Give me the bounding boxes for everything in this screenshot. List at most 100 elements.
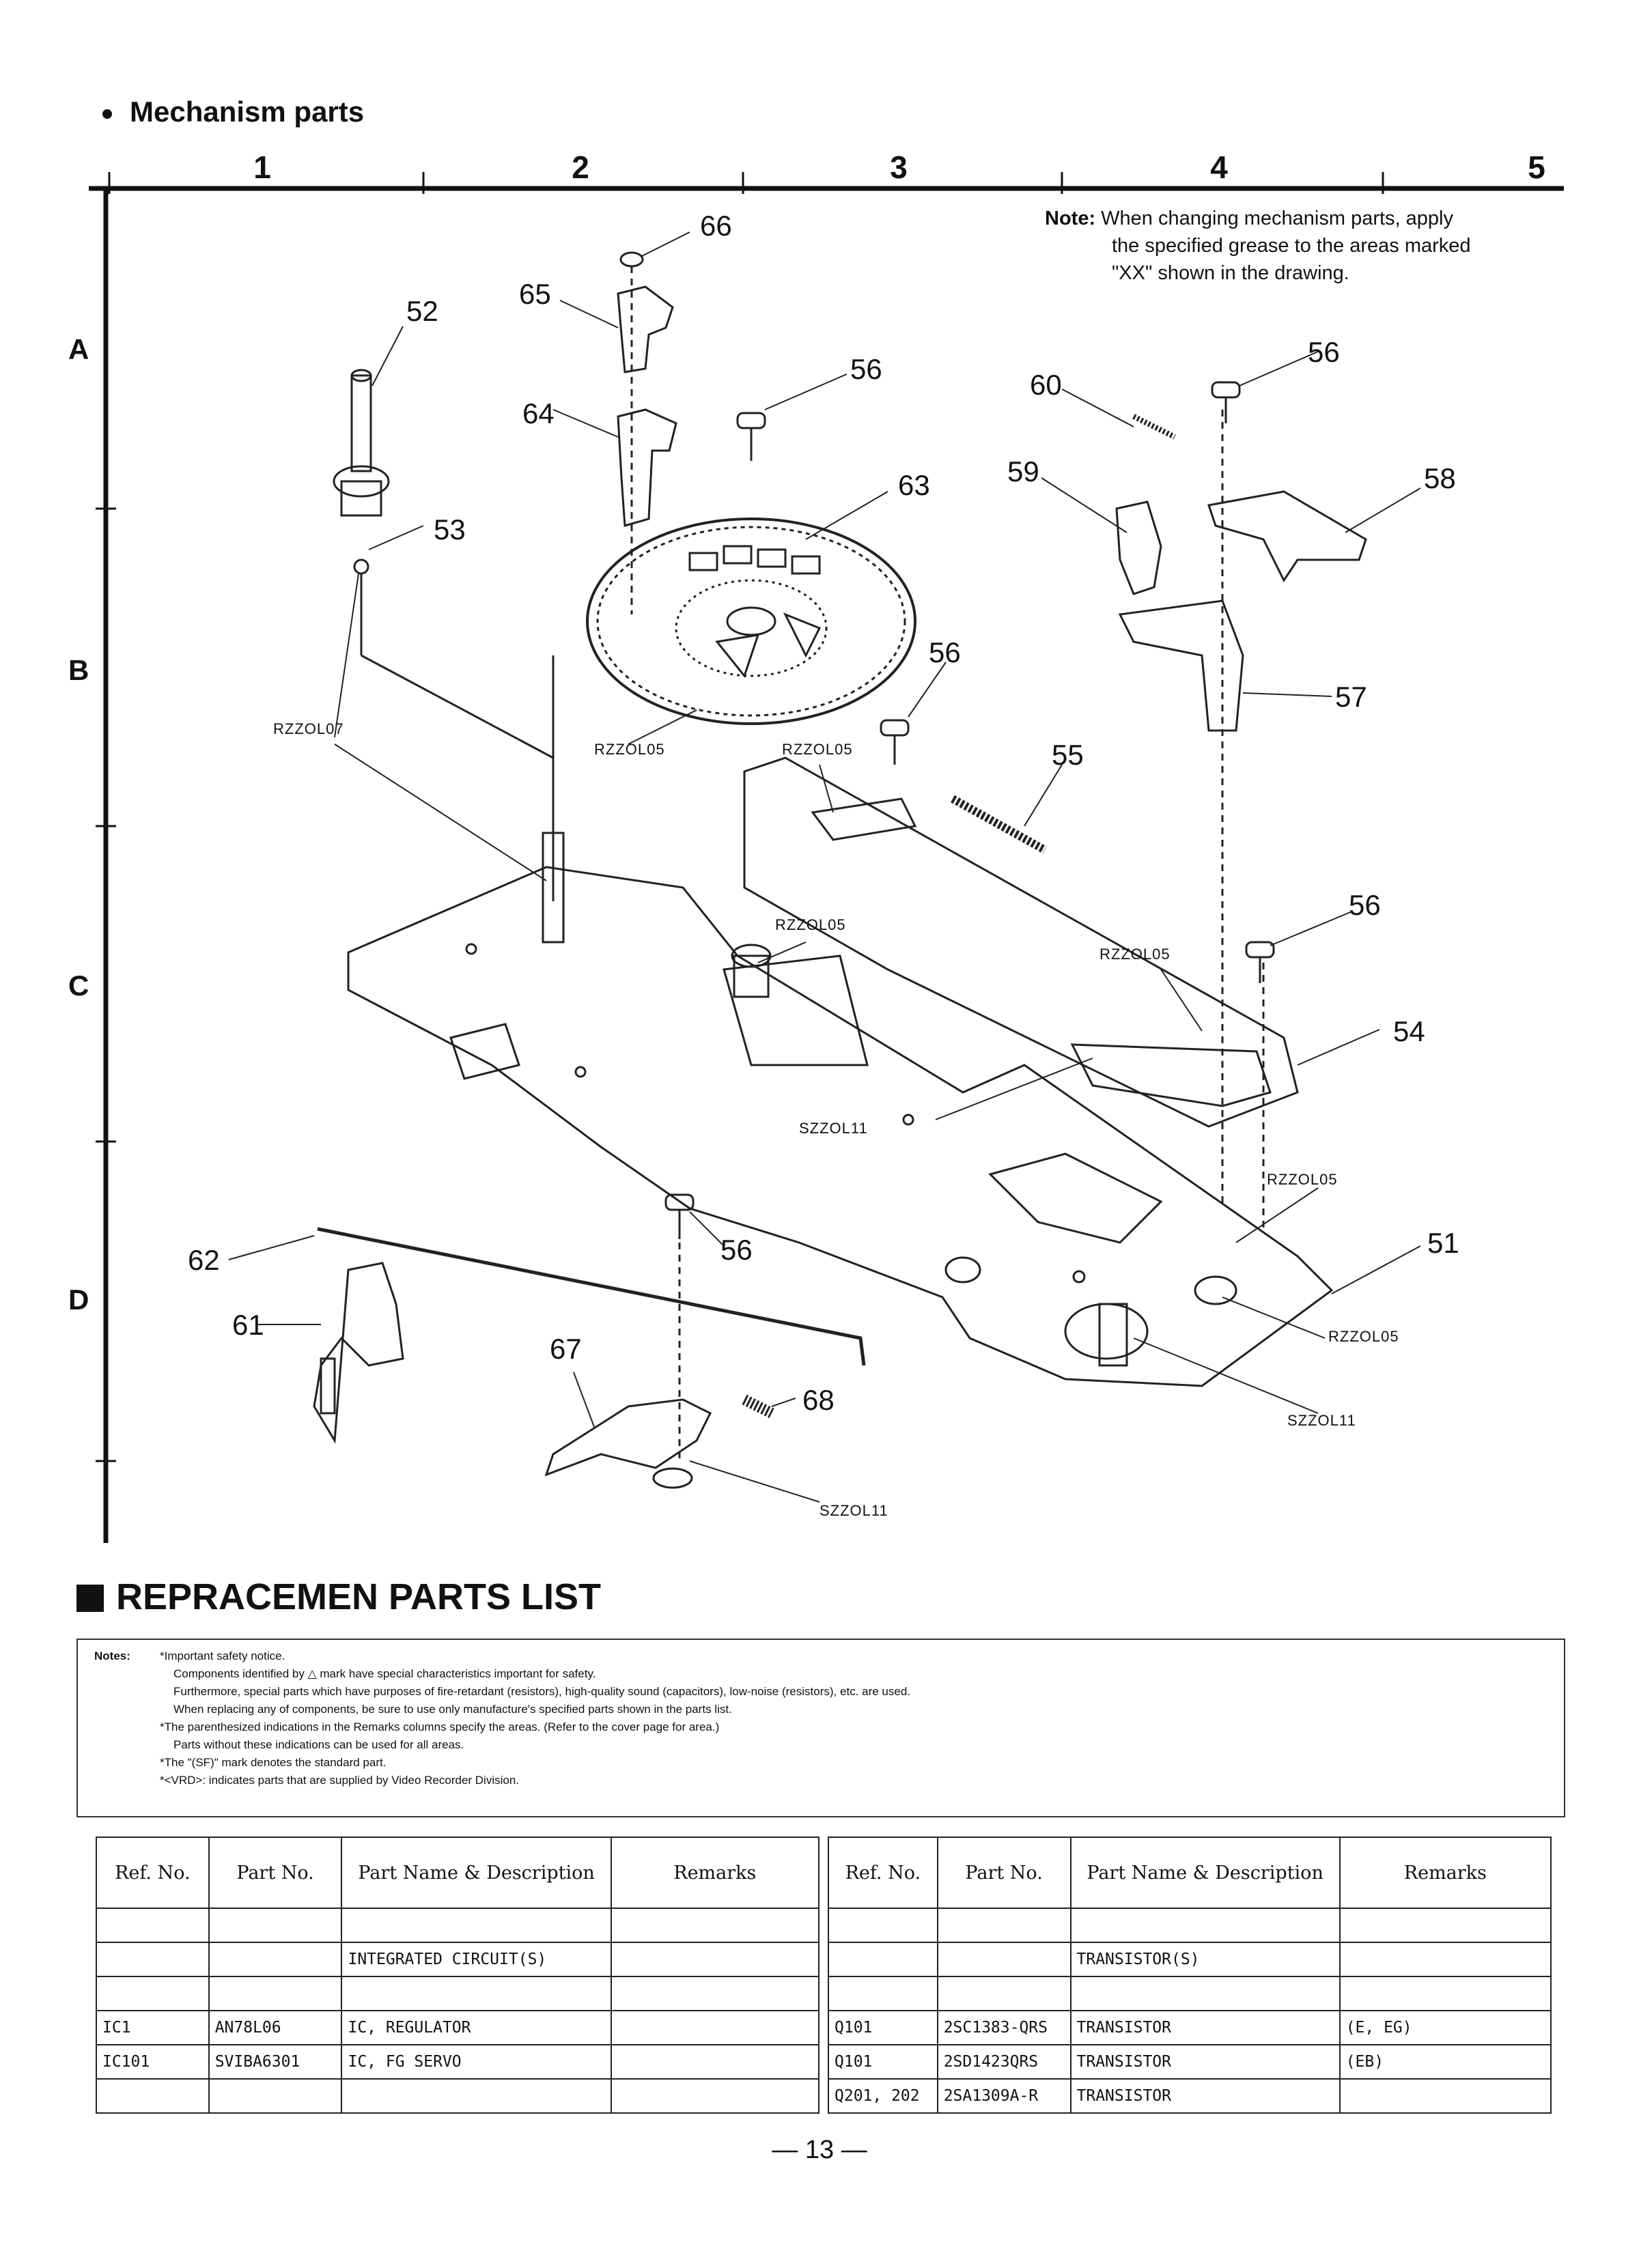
table-row <box>96 2078 820 2114</box>
spring-68 <box>742 1394 774 1419</box>
callout-67: 67 <box>550 1333 582 1365</box>
note-line-1: When changing mechanism parts, apply <box>1101 208 1453 229</box>
bracket-64 <box>617 408 677 527</box>
header-remarks: Remarks <box>610 1837 820 1909</box>
table-cell <box>1339 1908 1552 1943</box>
callout-54: 54 <box>1393 1015 1425 1047</box>
table-cell: INTEGRATED CIRCUIT(S) <box>341 1942 612 1977</box>
callout-52: 52 <box>406 295 438 327</box>
notes-line: *The parenthesized indications in the Re… <box>160 1720 720 1733</box>
hole <box>902 1114 914 1126</box>
bracket-65 <box>617 285 674 373</box>
gear-67 <box>652 1467 693 1489</box>
table-cell <box>341 2078 612 2114</box>
table-row: TRANSISTOR(S) <box>828 1942 1552 1977</box>
callout-61: 61 <box>232 1309 264 1341</box>
table-cell <box>1069 1908 1341 1943</box>
table-row <box>828 1908 1552 1943</box>
table-cell <box>610 1942 820 1977</box>
table-cell <box>1339 1976 1552 2011</box>
table-cell: TRANSISTOR <box>1069 2078 1341 2114</box>
spring-55 <box>951 795 1047 854</box>
callout-51: 51 <box>1427 1227 1459 1259</box>
hole <box>465 943 477 955</box>
grease-ref-szzol11: SZZOL11 <box>819 1502 888 1519</box>
guide-plate <box>723 954 869 1066</box>
table-cell: IC101 <box>96 2044 210 2080</box>
callout-64: 64 <box>522 397 555 429</box>
motor-shaft <box>350 374 372 472</box>
grease-ref-szzol11: SZZOL11 <box>1287 1412 1356 1429</box>
callout-62: 62 <box>188 1244 220 1276</box>
hole <box>574 1066 587 1078</box>
callout-65: 65 <box>519 278 551 310</box>
washer-53 <box>353 558 369 575</box>
table-cell <box>1339 1942 1552 1977</box>
callout-57: 57 <box>1335 681 1367 713</box>
grease-ref-rzzol05: RZZOL05 <box>782 741 853 758</box>
gear-cutout <box>783 612 822 658</box>
table-cell: Q201, 202 <box>828 2078 938 2114</box>
slide-plate <box>743 756 1299 1128</box>
grid-col-1: 1 <box>253 150 271 185</box>
table-cell <box>341 1976 612 2011</box>
table-cell <box>828 1976 938 2011</box>
grid-col-4: 4 <box>1210 150 1228 185</box>
grid-row-d: D <box>68 1284 89 1316</box>
table-cell: Q101 <box>828 2010 938 2045</box>
table-cell: IC1 <box>96 2010 210 2045</box>
table-cell: 2SD1423QRS <box>936 2044 1071 2080</box>
note-line-2: the specified grease to the areas marked <box>1112 235 1471 257</box>
page-number: — 13 — <box>772 2136 867 2164</box>
callout-56-d: 56 <box>1349 889 1381 921</box>
table-cell: TRANSISTOR(S) <box>1069 1942 1341 1977</box>
motor-post <box>542 832 565 944</box>
callout-68: 68 <box>802 1384 835 1416</box>
cam-gear <box>586 518 916 725</box>
notes-line: Furthermore, special parts which have pu… <box>173 1685 910 1698</box>
table-cell <box>828 1908 938 1943</box>
callout-66: 66 <box>700 210 732 242</box>
table-cell: SVIBA6301 <box>208 2044 343 2080</box>
table-cell <box>208 1942 343 1977</box>
header-part-no: Part No. <box>936 1837 1071 1909</box>
grid-col-2: 2 <box>572 150 589 185</box>
notes-line: *Important safety notice. <box>160 1649 285 1662</box>
gear-teeth <box>596 526 906 717</box>
screw-56 <box>1245 941 1275 959</box>
chassis-plate <box>347 866 1334 1387</box>
grid-row-a: A <box>68 333 89 365</box>
callout-56-c: 56 <box>1308 336 1340 368</box>
notes-line: *The "(SF)" mark denotes the standard pa… <box>160 1756 387 1769</box>
table-row: INTEGRATED CIRCUIT(S) <box>96 1942 820 1977</box>
table-cell <box>208 1976 343 2011</box>
lever-61 <box>313 1262 404 1444</box>
section-title: Mechanism parts <box>102 96 364 128</box>
grease-ref-rzzol05: RZZOL05 <box>775 916 846 933</box>
table-row <box>96 1976 820 2011</box>
notes-line: *<VRD>: indicates parts that are supplie… <box>160 1774 520 1787</box>
parts-table-right: Ref. No. Part No. Part Name & Descriptio… <box>828 1837 1552 2114</box>
callout-56-e: 56 <box>720 1234 753 1266</box>
gear-cutout <box>715 634 760 679</box>
table-cell: 2SA1309A-R <box>936 2078 1071 2114</box>
callout-60: 60 <box>1030 369 1062 401</box>
table-cell: AN78L06 <box>208 2010 343 2045</box>
table-cell <box>96 1942 210 1977</box>
grid-col-5: 5 <box>1528 150 1545 185</box>
header-ref-no: Ref. No. <box>828 1837 938 1909</box>
header-ref-no: Ref. No. <box>96 1837 210 1909</box>
parts-table-left: Ref. No. Part No. Part Name & Descriptio… <box>96 1837 820 2114</box>
grease-ref-szzol11: SZZOL11 <box>799 1120 868 1137</box>
chassis-window <box>449 1023 520 1080</box>
shaft-top <box>350 369 372 382</box>
table-cell <box>610 2010 820 2045</box>
spring-60 <box>1132 414 1176 440</box>
chassis-cutout <box>988 1152 1163 1244</box>
guide-post-body <box>733 954 770 998</box>
table-cell <box>96 1908 210 1943</box>
table-cell <box>208 1908 343 1943</box>
